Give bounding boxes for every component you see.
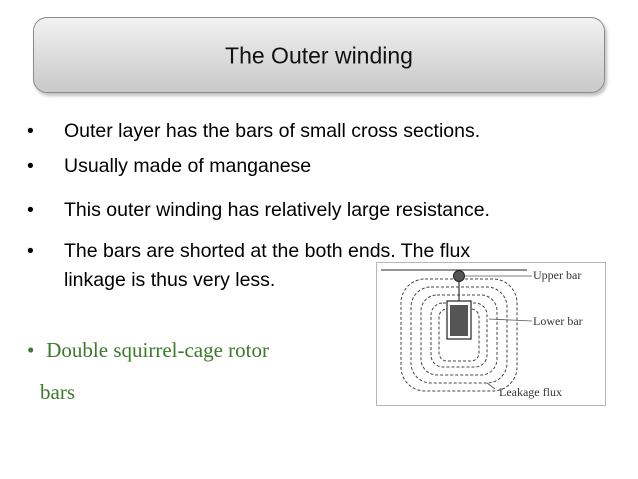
green-bullet: • Double squirrel-cage rotor — [27, 338, 269, 363]
bullet-text: This outer winding has relatively large … — [64, 199, 490, 221]
bullet-text: The bars are shorted at the both ends. T… — [64, 240, 471, 262]
bullet-marker: • — [27, 120, 34, 142]
lower-bar-icon — [450, 305, 468, 336]
title-box: The Outer winding — [33, 17, 605, 93]
rotor-bar-figure: Upper bar Lower bar Leakage flux — [376, 262, 606, 406]
bullet-text: linkage is thus very less. — [64, 269, 276, 291]
green-bullet-continuation: bars — [40, 380, 75, 404]
bullet-text: Usually made of manganese — [64, 155, 312, 177]
slide-title: The Outer winding — [225, 42, 413, 69]
upper-bar-label: Upper bar — [533, 268, 582, 282]
bullet-marker: • — [27, 199, 34, 221]
bullet-marker: • — [27, 155, 34, 177]
bullet-text: Outer layer has the bars of small cross … — [64, 120, 481, 142]
green-bullet-text: Double squirrel-cage rotor — [46, 338, 269, 362]
bullet-marker: • — [27, 240, 34, 262]
leakage-flux-label: Leakage flux — [499, 385, 562, 399]
bullet-marker: • — [27, 338, 35, 362]
upper-bar-icon — [453, 270, 465, 282]
lower-bar-label: Lower bar — [533, 314, 583, 328]
flux-diagram — [381, 269, 533, 392]
